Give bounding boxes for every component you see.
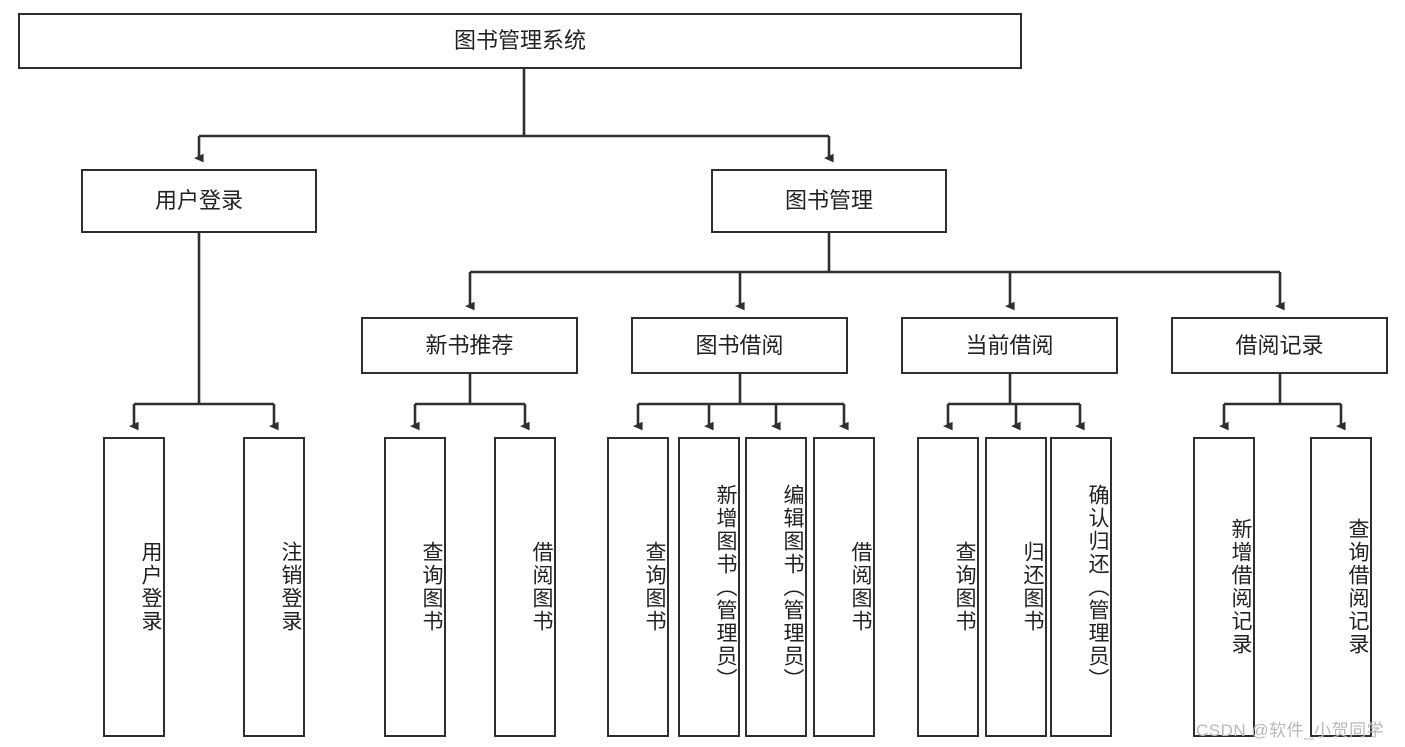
leaf-book-borrow-query-book[interactable]: 查询图书 [607, 437, 669, 737]
node-borrow-record[interactable]: 借阅记录 [1171, 317, 1388, 374]
node-current-borrow[interactable]: 当前借阅 [901, 317, 1118, 374]
leaf-new-book-query-book[interactable]: 查询图书 [384, 437, 446, 737]
node-label: 查询图书 [420, 541, 443, 633]
node-book-management[interactable]: 图书管理 [711, 169, 947, 233]
leaf-current-borrow-confirm-return-admin[interactable]: 确认归还（管理员） [1050, 437, 1112, 737]
node-label: 用户登录 [154, 188, 243, 214]
node-root-book-management-system[interactable]: 图书管理系统 [18, 13, 1022, 69]
node-label: 图书借阅 [695, 332, 784, 358]
node-label: 借阅图书 [530, 541, 553, 633]
node-label: 图书管理 [784, 188, 873, 214]
leaf-book-borrow-add-book-admin[interactable]: 新增图书（管理员） [678, 437, 740, 737]
leaf-book-borrow-borrow-book[interactable]: 借阅图书 [813, 437, 875, 737]
node-label: 图书管理系统 [453, 28, 586, 54]
node-new-book-recommend[interactable]: 新书推荐 [361, 317, 578, 374]
node-label: 查询图书 [643, 541, 666, 633]
leaf-book-borrow-edit-book-admin[interactable]: 编辑图书（管理员） [745, 437, 807, 737]
node-label: 查询借阅记录 [1346, 518, 1369, 656]
node-book-borrow[interactable]: 图书借阅 [631, 317, 848, 374]
watermark-text: CSDN @软件_小贺同学 [1196, 721, 1385, 740]
csdn-watermark: CSDN @软件_小贺同学 [1196, 716, 1384, 741]
leaf-borrow-record-add-record[interactable]: 新增借阅记录 [1193, 437, 1255, 737]
node-user-login[interactable]: 用户登录 [81, 169, 317, 233]
node-label: 新增借阅记录 [1229, 518, 1252, 656]
node-label: 借阅图书 [849, 541, 872, 633]
node-label: 用户登录 [139, 541, 162, 633]
node-label: 借阅记录 [1235, 332, 1324, 358]
leaf-user-login-login[interactable]: 用户登录 [103, 437, 165, 737]
node-label: 确认归还（管理员） [1086, 483, 1109, 691]
leaf-borrow-record-query-record[interactable]: 查询借阅记录 [1310, 437, 1372, 737]
node-label: 注销登录 [279, 541, 302, 633]
node-label: 归还图书 [1021, 541, 1044, 633]
leaf-current-borrow-return-book[interactable]: 归还图书 [985, 437, 1047, 737]
leaf-new-book-borrow-book[interactable]: 借阅图书 [494, 437, 556, 737]
node-label: 新书推荐 [425, 332, 514, 358]
node-label: 当前借阅 [965, 332, 1054, 358]
leaf-current-borrow-query-book[interactable]: 查询图书 [917, 437, 979, 737]
node-label: 编辑图书（管理员） [781, 483, 804, 691]
node-label: 新增图书（管理员） [714, 483, 737, 691]
node-label: 查询图书 [953, 541, 976, 633]
leaf-user-login-logout[interactable]: 注销登录 [243, 437, 305, 737]
